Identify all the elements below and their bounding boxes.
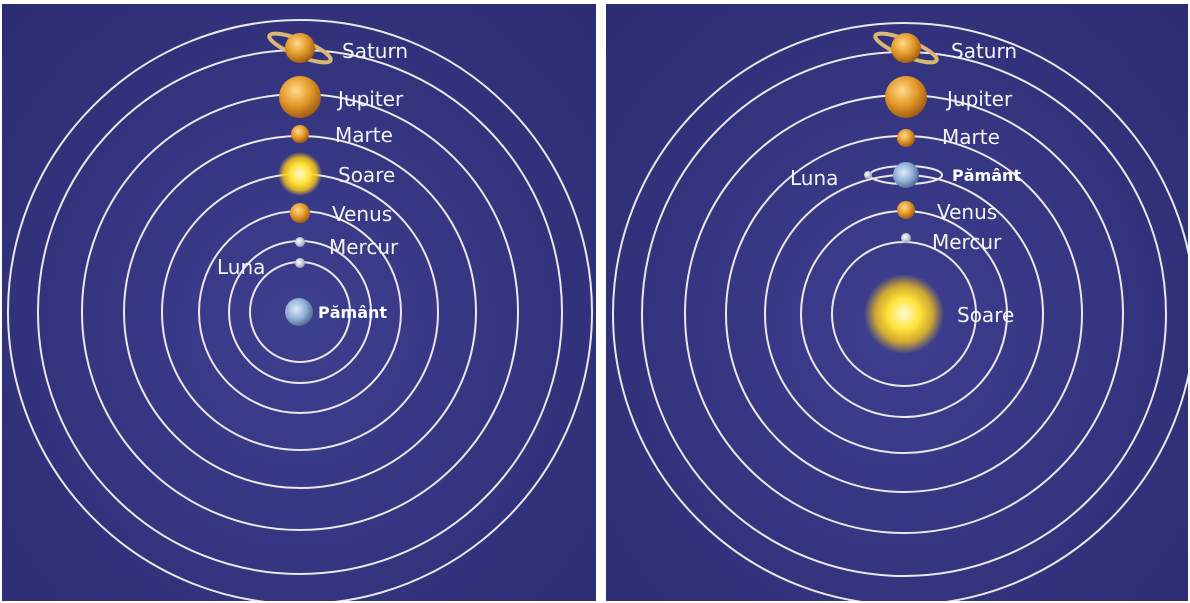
label-saturn: Saturn	[342, 39, 408, 63]
saturn-icon	[873, 31, 939, 65]
mars-icon	[291, 125, 309, 143]
label-moon: Luna	[217, 255, 265, 279]
label-sun: Soare	[957, 303, 1014, 327]
label-jupiter: Jupiter	[945, 87, 1013, 111]
label-mercury: Mercur	[932, 230, 1002, 254]
label-venus: Venus	[937, 200, 997, 224]
orbit-outer	[7, 19, 593, 601]
label-sun: Soare	[338, 163, 395, 187]
label-mars: Marte	[942, 125, 1000, 149]
earth-icon	[285, 298, 313, 326]
heliocentric-svg: Saturn Jupiter Marte Luna Pământ Venus M…	[612, 22, 1188, 601]
earth-icon	[893, 162, 919, 188]
mercury-icon	[901, 233, 911, 243]
jupiter-icon	[885, 76, 927, 118]
geocentric-svg: Saturn Jupiter Marte Soare Venus Mercur …	[7, 19, 593, 601]
saturn-icon	[267, 31, 333, 65]
sun-icon	[278, 152, 322, 196]
label-saturn: Saturn	[951, 39, 1017, 63]
jupiter-icon	[279, 76, 321, 118]
sun-icon	[864, 274, 944, 354]
label-mars: Marte	[335, 123, 393, 147]
moon-icon	[864, 171, 872, 179]
label-earth: Pământ	[952, 166, 1021, 185]
label-jupiter: Jupiter	[336, 87, 404, 111]
venus-icon	[290, 203, 310, 223]
label-moon: Luna	[790, 166, 838, 190]
venus-icon	[897, 201, 915, 219]
mars-icon	[897, 129, 915, 147]
heliocentric-diagram: Saturn Jupiter Marte Luna Pământ Venus M…	[606, 4, 1188, 601]
earth-moon-system	[864, 162, 943, 188]
orbit-outer	[612, 22, 1188, 601]
mercury-icon	[295, 237, 305, 247]
label-mercury: Mercur	[329, 235, 399, 259]
geocentric-diagram: Saturn Jupiter Marte Soare Venus Mercur …	[2, 4, 596, 601]
moon-icon	[295, 258, 305, 268]
label-venus: Venus	[332, 202, 392, 226]
label-earth: Pământ	[318, 303, 387, 322]
